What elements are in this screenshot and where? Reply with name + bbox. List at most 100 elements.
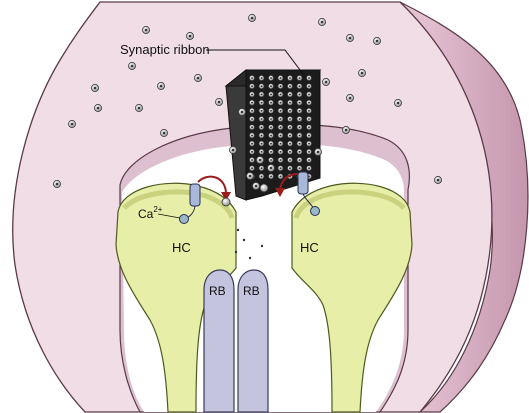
cytoplasm-vesicle-core xyxy=(250,16,254,20)
calcium-ion-left xyxy=(179,214,189,224)
ribbon-vesicle-core xyxy=(308,175,310,178)
cytoplasm-vesicle-core xyxy=(240,110,244,114)
synaptic-ribbon xyxy=(224,68,322,201)
ribbon-vesicle-core xyxy=(289,118,291,120)
ribbon-vesicle-core xyxy=(260,85,263,88)
cytoplasm-vesicle-core xyxy=(269,166,273,170)
ribbon-leader-line xyxy=(206,49,307,79)
ribbon-vesicle-core xyxy=(270,142,272,145)
horizontal-cell-left-shade xyxy=(122,189,235,219)
ribbon-vesicle-core xyxy=(279,142,282,145)
ribbon-vesicle-core xyxy=(308,118,310,120)
cleft-dot xyxy=(248,256,252,260)
bipolar-dendrite-left xyxy=(203,269,235,413)
cytoplasm-vesicle-core xyxy=(324,80,328,84)
horizontal-cell-right-shade xyxy=(293,189,406,219)
ribbon-vesicle-core xyxy=(270,101,272,104)
calcium-flux-arrow-left xyxy=(197,175,227,195)
ribbon-vesicle-core xyxy=(298,159,301,161)
ribbon-vesicle-core xyxy=(308,167,310,170)
ribbon-vesicle-core xyxy=(251,126,253,129)
ribbon-vesicle-core xyxy=(260,77,263,79)
synaptic-ribbon-label: Synaptic ribbon xyxy=(120,42,210,57)
ribbon-vesicle-core xyxy=(270,134,272,137)
ribbon-vesicle-core xyxy=(279,175,282,178)
horizontal-cell-right xyxy=(291,182,413,413)
docked-vesicle-left xyxy=(221,197,231,207)
ribbon-vesicle-core xyxy=(270,93,272,96)
calcium-label-charge: 2+ xyxy=(153,205,162,214)
cytoplasm-vesicles xyxy=(53,14,442,190)
ribbon-vesicle-core xyxy=(308,77,310,79)
cytoplasm-vesicle-core xyxy=(231,148,235,152)
ribbon-vesicle-core xyxy=(279,85,282,88)
ribbon-vesicle-core xyxy=(308,134,310,137)
ribbon-vesicle-core xyxy=(260,101,263,104)
ribbon-vesicle-core xyxy=(251,118,253,120)
ribbon-vesicle-core xyxy=(251,134,253,137)
ribbon-vesicle-core xyxy=(260,175,263,178)
cleft-dot xyxy=(236,228,240,232)
ribbon-vesicle-core xyxy=(270,118,272,120)
cytoplasm-vesicle-core xyxy=(137,106,141,110)
ribbon-vesicle-core xyxy=(289,150,291,153)
ribbon-vesicle-core xyxy=(289,85,291,88)
cytoplasm-vesicle-core xyxy=(188,34,192,38)
ribbon-vesicle-core xyxy=(251,85,253,88)
cytoplasm-vesicle-core xyxy=(217,100,221,104)
ribbon-vesicle-core xyxy=(298,93,301,96)
horizontal-cells xyxy=(115,182,413,413)
ribbon-vesicle-core xyxy=(279,118,282,120)
ribbon-vesicle-core xyxy=(279,150,282,153)
calcium-channel-right xyxy=(297,171,309,195)
ribbon-vesicle-core xyxy=(289,101,291,104)
cytoplasm-vesicle-core xyxy=(348,36,352,40)
ribbon-vesicle-core xyxy=(308,150,310,153)
ribbon-vesicle-core xyxy=(270,150,272,153)
cytoplasm-vesicle-core xyxy=(348,96,352,100)
ribbon-vesicle-core xyxy=(289,126,291,129)
cytoplasm-vesicle-core xyxy=(196,76,200,80)
ribbon-vesicle-core xyxy=(279,109,282,112)
cytoplasm-vesicle-core xyxy=(130,64,134,68)
cytoplasm-vesicle-core xyxy=(320,20,324,24)
cytoplasm-vesicle-core xyxy=(70,122,74,126)
cytoplasm-vesicle-core xyxy=(159,84,163,88)
ribbon-vesicle-core xyxy=(279,101,282,104)
ribbon-vesicle-core xyxy=(298,101,301,104)
ribbon-vesicle-core xyxy=(308,159,310,161)
ribbon-vesicle-core xyxy=(298,109,301,112)
ribbon-vesicle-core xyxy=(289,93,291,96)
ribbon-vesicle-core xyxy=(260,167,263,170)
arrowhead-right xyxy=(275,188,285,197)
ribbon-vesicle-core xyxy=(251,150,253,153)
rod-bipolar-right-label: RB xyxy=(243,284,260,298)
ribbon-vesicle-core xyxy=(289,77,291,79)
ribbon-vesicle-core xyxy=(308,93,310,96)
ribbon-vesicle-core xyxy=(251,142,253,145)
cytoplasm-vesicle-core xyxy=(375,39,379,43)
cytoplasm-vesicle-core xyxy=(144,28,148,32)
ribbon-vesicle-core xyxy=(260,134,263,137)
cleft-dot xyxy=(234,250,238,254)
ribbon-vesicle-core xyxy=(270,77,272,79)
ribbon-vesicle-core xyxy=(308,109,310,112)
cytoplasm-vesicle-core xyxy=(55,182,59,186)
calcium-leader-line xyxy=(157,213,181,219)
ribbon-vesicle-core xyxy=(279,93,282,96)
calcium-label-base: Ca xyxy=(138,207,154,221)
cytoplasm-vesicle-core xyxy=(93,86,97,90)
cytoplasm-vesicle-core xyxy=(248,174,252,178)
cytoplasm-vesicle-core xyxy=(316,150,320,154)
cytoplasm-vesicle-core xyxy=(258,158,262,162)
cytoplasm-vesicle-core xyxy=(396,101,400,105)
cleft-dot xyxy=(242,238,246,242)
ribbon-vesicle-core xyxy=(298,150,301,153)
ribbon-vesicle-core xyxy=(279,134,282,137)
cytoplasm-vesicle-core xyxy=(436,178,440,182)
ribbon-vesicles xyxy=(249,75,312,180)
rod-bipolar-cells xyxy=(203,269,269,413)
ribbon-vesicle-core xyxy=(260,150,263,153)
ribbon-vesicle-core xyxy=(270,159,272,161)
